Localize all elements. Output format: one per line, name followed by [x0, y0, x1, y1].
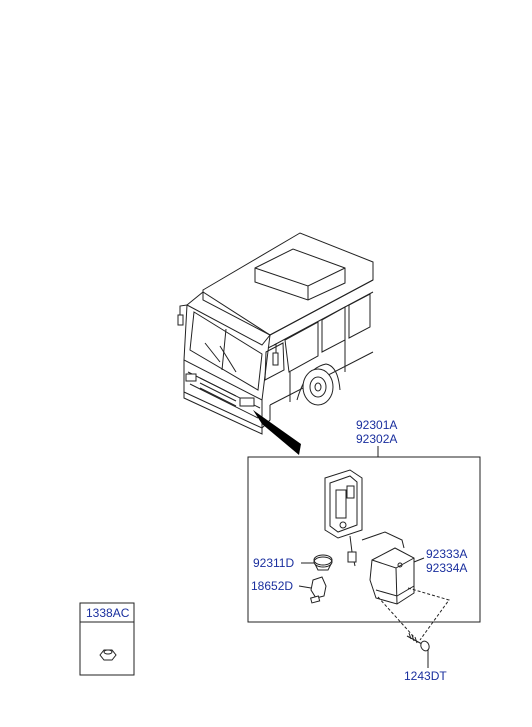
part-label-92333a[interactable]: 92333A — [426, 547, 467, 561]
part-label-92334a[interactable]: 92334A — [426, 561, 467, 575]
lens-illustration — [361, 531, 415, 605]
bulb-illustration — [310, 576, 327, 604]
screw-leader-dashed-2 — [377, 596, 415, 638]
detail-box — [247, 456, 481, 623]
screw-leader-dashed — [407, 587, 450, 641]
part-label-92302a[interactable]: 92302A — [356, 432, 397, 446]
part-label-18652d[interactable]: 18652D — [251, 579, 293, 593]
lens-leader — [413, 557, 425, 563]
lamp-housing-illustration — [324, 469, 363, 567]
nut-box: 1338AC — [79, 602, 135, 676]
screw-illustration — [406, 632, 430, 652]
bulb-socket-illustration — [313, 554, 333, 571]
part-label-1338ac[interactable]: 1338AC — [86, 606, 130, 620]
nut-illustration — [99, 649, 117, 661]
bulb-leader — [298, 585, 312, 589]
bus-illustration — [177, 232, 374, 435]
callout-pointer — [253, 410, 301, 455]
part-label-92301a[interactable]: 92301A — [356, 418, 397, 432]
part-label-92311d[interactable]: 92311D — [253, 556, 294, 570]
part-label-1243dt[interactable]: 1243DT — [404, 669, 447, 683]
